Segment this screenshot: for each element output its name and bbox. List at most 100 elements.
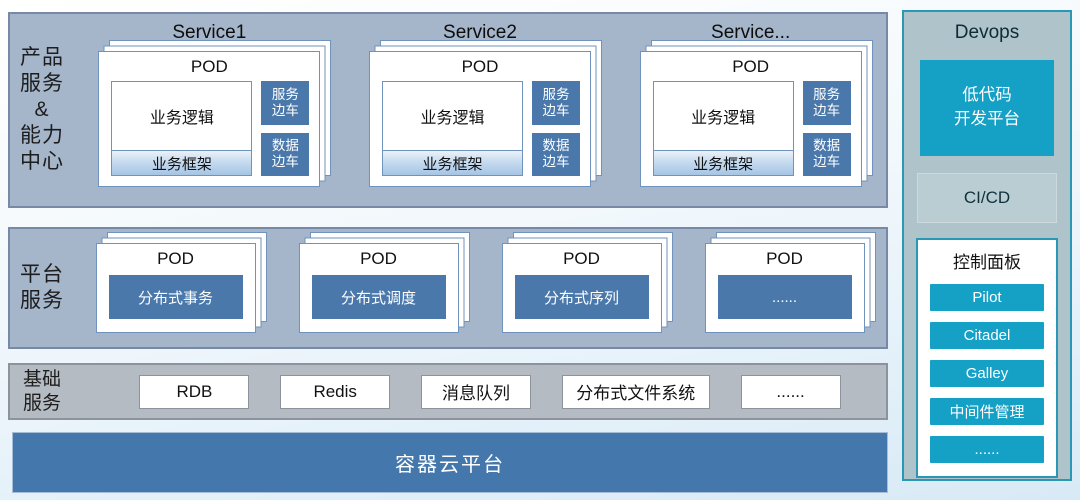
- lowcode-line: 开发平台: [954, 110, 1020, 128]
- citadel-button: Citadel: [930, 322, 1044, 349]
- platform-pod-stack-1: POD 分布式事务: [95, 243, 256, 333]
- container-cloud-platform-bar: 容器云平台: [12, 432, 888, 493]
- pod-label: POD: [360, 249, 397, 268]
- control-panel: 控制面板 Pilot Citadel Galley 中间件管理 ......: [916, 238, 1058, 478]
- distributed-filesystem-box: 分布式文件系统: [561, 374, 710, 409]
- platform-pod-stack-4: POD ......: [704, 243, 865, 333]
- service-sidecar-box: 服务 边车: [802, 81, 851, 125]
- pilot-button: Pilot: [930, 284, 1044, 311]
- pod-label: POD: [461, 57, 499, 76]
- sidecar-line: 边车: [813, 102, 841, 118]
- label-line: 能力: [20, 124, 64, 148]
- sidecar-line: 边车: [542, 102, 570, 118]
- basic-items-row: RDB Redis 消息队列 分布式文件系统 ......: [74, 365, 886, 418]
- data-sidecar-box: 数据 边车: [802, 132, 851, 176]
- logic-column: 业务逻辑 业务框架: [652, 81, 794, 176]
- sidecar-line: 服务: [271, 86, 299, 102]
- sidecar-column: 服务 边车 数据 边车: [531, 81, 580, 176]
- business-framework-box: 业务框架: [381, 150, 523, 176]
- service-sidecar-box: 服务 边车: [531, 81, 580, 125]
- more-pods-box: ......: [717, 275, 852, 319]
- middleware-management-button: 中间件管理: [930, 398, 1044, 425]
- more-control-button: ......: [930, 436, 1044, 463]
- products-section-label: 产品 服务 & 能力 中心: [10, 14, 74, 206]
- lowcode-line: 低代码: [962, 86, 1012, 105]
- basic-section-label: 基础 服务: [10, 365, 74, 418]
- business-framework-box: 业务框架: [111, 150, 253, 176]
- pod-label: POD: [157, 249, 194, 268]
- data-sidecar-box: 数据 边车: [261, 132, 310, 176]
- platform-pod-stack-3: POD 分布式序列: [501, 243, 662, 333]
- business-framework-box: 业务框架: [652, 150, 794, 176]
- pod-stack: POD 业务逻辑 业务框架 服务 边车: [98, 51, 321, 187]
- sidecar-column: 服务 边车 数据 边车: [802, 81, 851, 176]
- service-sidecar-box: 服务 边车: [261, 81, 310, 125]
- platform-pod-stack-2: POD 分布式调度: [298, 243, 459, 333]
- message-queue-box: 消息队列: [420, 374, 531, 409]
- sidecar-line: 服务: [813, 86, 841, 102]
- pod-body: 业务逻辑 业务框架 服务 边车 数据 边车: [641, 81, 861, 186]
- label-line: 中心: [20, 150, 64, 174]
- sidecar-column: 服务 边车 数据 边车: [261, 81, 310, 176]
- label-line: 平台: [20, 262, 64, 286]
- pod-label: POD: [190, 57, 228, 76]
- pod-card: POD 分布式事务: [95, 243, 256, 333]
- service-title: Service...: [711, 22, 791, 43]
- business-logic-box: 业务逻辑: [111, 81, 253, 151]
- control-panel-title: 控制面板: [953, 253, 1021, 272]
- service-title: Service2: [443, 22, 517, 43]
- pod-label: POD: [766, 249, 803, 268]
- platform-services-section: 平台 服务 POD 分布式事务 POD 分布式调度 POD 分布式序列: [8, 227, 888, 349]
- pod-card: POD 分布式调度: [298, 243, 459, 333]
- label-line: &: [34, 97, 50, 121]
- distributed-sequence-box: 分布式序列: [514, 275, 649, 319]
- devops-title: Devops: [954, 22, 1020, 43]
- service-title: Service1: [172, 22, 247, 43]
- devops-column: Devops 低代码 开发平台 CI/CD 控制面板 Pilot Citadel…: [902, 10, 1072, 481]
- pod-body: 业务逻辑 业务框架 服务 边车 数据 边车: [370, 81, 590, 186]
- rdb-box: RDB: [139, 374, 250, 409]
- sidecar-line: 服务: [542, 86, 570, 102]
- label-line: 服务: [22, 392, 61, 414]
- pod-stack: POD 业务逻辑 业务框架 服务 边车: [368, 51, 591, 187]
- sidecar-line: 边车: [813, 154, 841, 170]
- sidecar-line: 数据: [271, 138, 299, 154]
- distributed-scheduling-box: 分布式调度: [311, 275, 446, 319]
- platform-section-label: 平台 服务: [10, 229, 74, 347]
- more-basic-box: ......: [740, 374, 841, 409]
- pod-card: POD 分布式序列: [501, 243, 662, 333]
- label-line: 服务: [20, 71, 64, 95]
- service-group-1: Service1 POD 业务逻辑 业务框架 服务: [93, 19, 325, 206]
- distributed-transaction-box: 分布式事务: [108, 275, 243, 319]
- pod-card: POD 业务逻辑 业务框架 服务 边车: [368, 51, 591, 187]
- redis-box: Redis: [280, 374, 391, 409]
- business-logic-box: 业务逻辑: [381, 81, 523, 151]
- business-logic-box: 业务逻辑: [652, 81, 794, 151]
- sidecar-line: 边车: [271, 102, 299, 118]
- sidecar-line: 边车: [542, 154, 570, 170]
- logic-column: 业务逻辑 业务框架: [111, 81, 253, 176]
- products-capability-section: 产品 服务 & 能力 中心 Service1 POD 业务逻辑 业务框架: [8, 12, 888, 208]
- service-group-3: Service... POD 业务逻辑 业务框架 服务: [635, 19, 867, 206]
- sidecar-line: 数据: [542, 138, 570, 154]
- pod-label: POD: [732, 57, 770, 76]
- pod-label: POD: [563, 249, 600, 268]
- pod-card: POD 业务逻辑 业务框架 服务 边车: [98, 51, 321, 187]
- cicd-box: CI/CD: [917, 173, 1057, 223]
- galley-button: Galley: [930, 360, 1044, 387]
- sidecar-line: 数据: [813, 138, 841, 154]
- logic-column: 业务逻辑 业务框架: [381, 81, 523, 176]
- services-row: Service1 POD 业务逻辑 业务框架 服务: [74, 14, 886, 206]
- pod-card: POD 业务逻辑 业务框架 服务 边车: [639, 51, 862, 187]
- label-line: 服务: [20, 289, 64, 312]
- pod-body: 业务逻辑 业务框架 服务 边车 数据 边车: [99, 81, 319, 186]
- platform-pods-row: POD 分布式事务 POD 分布式调度 POD 分布式序列 POD: [74, 229, 886, 347]
- data-sidecar-box: 数据 边车: [531, 132, 580, 176]
- sidecar-line: 边车: [271, 154, 299, 170]
- pod-stack: POD 业务逻辑 业务框架 服务 边车: [639, 51, 862, 187]
- label-line: 产品: [20, 45, 64, 69]
- low-code-platform-box: 低代码 开发平台: [920, 60, 1054, 156]
- label-line: 基础: [22, 368, 61, 390]
- service-group-2: Service2 POD 业务逻辑 业务框架 服务: [364, 19, 596, 206]
